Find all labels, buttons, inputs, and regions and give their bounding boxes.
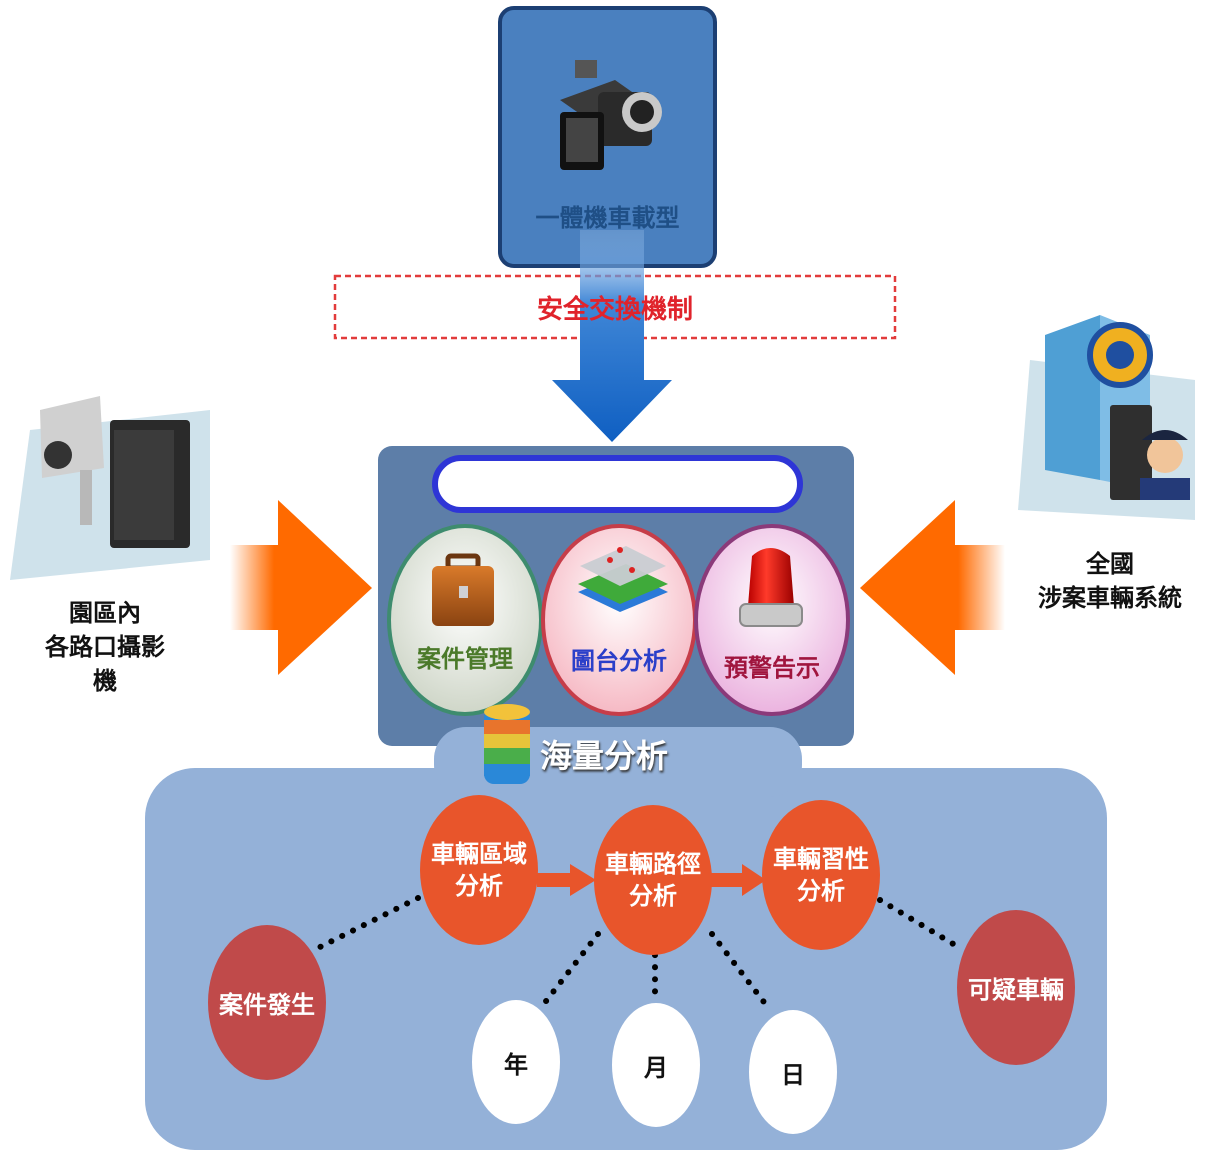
region-line1: 車輛區域 <box>431 840 527 868</box>
left-source-line2: 各路口攝影 <box>45 633 165 661</box>
route-line2: 分析 <box>629 882 677 910</box>
day-node: 日 <box>749 1010 837 1134</box>
year-node: 年 <box>472 1000 560 1124</box>
map-layers-icon <box>578 546 668 612</box>
right-source-line2: 涉案車輛系統 <box>1038 584 1182 612</box>
month-node: 月 <box>612 1003 700 1127</box>
security-label: 安全交換機制 <box>536 295 693 325</box>
habit-line2: 分析 <box>797 877 845 905</box>
right-source-label: 全國 涉案車輛系統 <box>1010 547 1210 615</box>
top-capsule <box>432 455 803 513</box>
dotted-connectors <box>315 895 958 1013</box>
top-device-label: 一體機車載型 <box>535 204 680 232</box>
camera-server-icon <box>10 396 210 580</box>
blue-arrow-down <box>552 230 672 442</box>
alert-label: 預警告示 <box>724 654 820 682</box>
case-event-node: 案件發生 <box>208 925 326 1080</box>
police-building-icon <box>1018 315 1195 520</box>
orange-arrow-left <box>230 500 372 675</box>
siren-icon <box>739 548 803 627</box>
right-source-line1: 全國 <box>1086 550 1134 578</box>
briefcase-icon <box>432 553 494 626</box>
region-line2: 分析 <box>455 872 503 900</box>
habit-line1: 車輛習性 <box>773 845 869 873</box>
orange-arrow-right <box>860 500 1005 675</box>
left-source-line3: 機 <box>93 667 117 695</box>
region-analysis-node: 車輛區域 分析 <box>420 795 538 945</box>
case-management-label: 案件管理 <box>417 645 513 673</box>
analysis-title: 海量分析 <box>540 737 669 775</box>
camcorder-icon <box>560 60 662 170</box>
suspicious-vehicle-node: 可疑車輛 <box>957 910 1075 1065</box>
route-analysis-node: 車輛路徑 分析 <box>594 805 712 955</box>
left-source-line1: 園區內 <box>69 599 141 627</box>
left-source-label: 園區內 各路口攝影 機 <box>20 596 190 698</box>
habit-analysis-node: 車輛習性 分析 <box>762 800 880 950</box>
map-analysis-label: 圖台分析 <box>571 647 667 675</box>
route-line1: 車輛路徑 <box>605 850 701 878</box>
database-icon <box>484 704 530 784</box>
flow-arrows <box>537 864 766 896</box>
